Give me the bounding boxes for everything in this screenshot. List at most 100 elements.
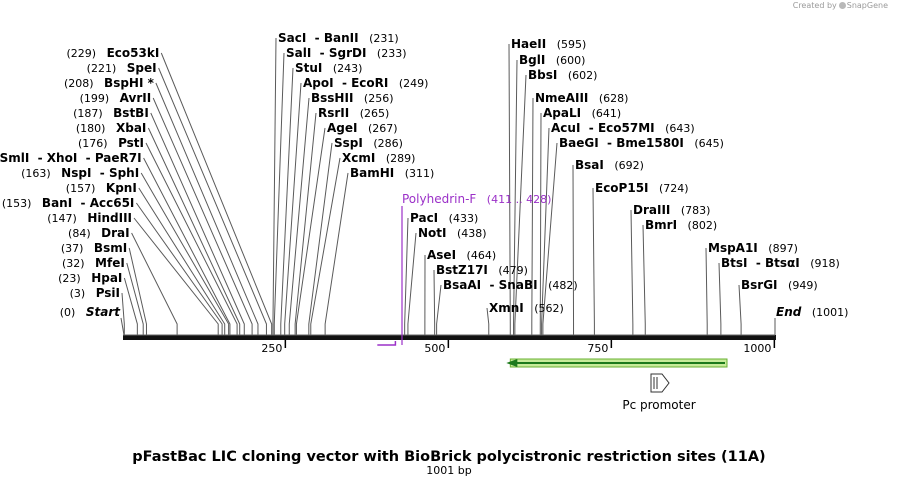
feature-group: Pc promoter [506, 358, 728, 412]
site-name: BtsαI [765, 256, 800, 270]
site-label-gap [394, 167, 405, 180]
site-label-gap [108, 137, 119, 150]
site-position: (479) [498, 264, 528, 277]
site-line [324, 172, 349, 335]
site-line [155, 82, 259, 335]
site-name: BbsI [528, 68, 557, 82]
site-label-text: ApoI - EcoRI (249) [303, 76, 428, 90]
site-label-text: PacI (433) [410, 211, 478, 225]
site-line [138, 187, 226, 335]
site-label: (199) AvrII [80, 91, 152, 105]
site-name: DraI [101, 226, 129, 240]
site-line [295, 127, 326, 335]
site-line [123, 277, 138, 335]
site-position: (600) [556, 54, 586, 67]
feature-label: Pc promoter [622, 398, 695, 412]
site-name: AgeI [327, 121, 357, 135]
site-line [294, 112, 317, 335]
site-label-text: (32) MfeI [62, 256, 125, 270]
site-label-text: BssHII (256) [311, 91, 394, 105]
site-line [143, 157, 231, 335]
site-label-gap [357, 122, 368, 135]
site-position: (243) [333, 62, 363, 75]
site-label: AgeI (267) [327, 121, 398, 135]
site-label: EcoP15I (724) [595, 181, 689, 195]
site-label: BmrI (802) [645, 218, 717, 232]
site-label-gap [91, 227, 102, 240]
site-name: XbaI [116, 121, 146, 135]
site-label-text: (153) BanI - Acc65I [2, 196, 135, 210]
site-label: (229) Eco53kI [67, 46, 160, 60]
site-name: BanII [324, 31, 359, 45]
site-label-gap [557, 69, 568, 82]
site-name: KpnI [106, 181, 137, 195]
site-label-text: (208) BspHI * [64, 76, 155, 90]
site-label-gap [447, 227, 458, 240]
site-label-gap [588, 92, 599, 105]
site-label-text: (180) XbaI [76, 121, 147, 135]
site-label-gap [684, 137, 695, 150]
site-label-gap [670, 204, 681, 217]
end-label: End (1001) [776, 305, 848, 319]
site-line [288, 97, 310, 335]
site-label-text: SspI (286) [334, 136, 403, 150]
site-name-separator: - [77, 151, 95, 165]
site-label: (176) PstI [78, 136, 144, 150]
site-line [486, 307, 490, 335]
site-label-text: BglI (600) [519, 53, 585, 67]
site-label-gap [359, 32, 370, 45]
site-label: BamHI (311) [350, 166, 434, 180]
site-name: Eco53kI [107, 46, 160, 60]
watermark-brand: SnapGene [846, 1, 888, 10]
site-label-gap [581, 107, 592, 120]
site-label-text: AseI (464) [427, 248, 496, 262]
site-line [135, 202, 223, 335]
site-label: BstZ17I (479) [436, 263, 528, 277]
site-label-gap [800, 257, 811, 270]
snapgene-logo-icon [838, 2, 846, 9]
primer-name: Polyhedrin-F [402, 192, 476, 206]
site-label: (32) MfeI [62, 256, 125, 270]
site-position: (157) [66, 182, 96, 195]
site-name: BstBI [113, 106, 149, 120]
site-name: BssHII [311, 91, 353, 105]
site-position: (949) [788, 279, 818, 292]
site-position: (187) [73, 107, 103, 120]
site-line [280, 67, 294, 335]
site-name: Eco57MI [598, 121, 655, 135]
site-position: (199) [80, 92, 110, 105]
site-line [539, 112, 542, 335]
site-line [514, 74, 527, 335]
site-label-gap [438, 212, 449, 225]
site-position: (163) [21, 167, 51, 180]
site-label-text: AcuI - Eco57MI (643) [551, 121, 695, 135]
site-label: XmnI (562) [489, 301, 564, 315]
site-name: HindIII [87, 211, 132, 225]
site-name: XhoI [47, 151, 78, 165]
site-label: NmeAIII (628) [535, 91, 628, 105]
site-label: (147) HindIII [47, 211, 132, 225]
site-position: (628) [599, 92, 629, 105]
site-label-gap [538, 279, 549, 292]
site-label-gap [81, 272, 92, 285]
site-label: (208) BspHI * [64, 76, 155, 90]
site-label: (221) SpeI [87, 61, 157, 75]
site-label-text: (163) NspI - SphI [21, 166, 139, 180]
site-line [541, 127, 550, 335]
site-line [542, 142, 558, 335]
site-label: HaeII (595) [511, 37, 586, 51]
site-label-text: EcoP15I (724) [595, 181, 689, 195]
site-label: (23) HpaI [58, 271, 122, 285]
site-line [145, 142, 238, 335]
site-name-separator: - [29, 151, 47, 165]
site-line [273, 52, 285, 335]
site-label-gap [388, 77, 399, 90]
site-label-text: BsaI (692) [575, 158, 644, 172]
map-title: pFastBac LIC cloning vector with BioBric… [132, 449, 765, 465]
site-label-gap [85, 257, 96, 270]
site-name: MspA1I [708, 241, 758, 255]
site-line [407, 232, 417, 335]
site-label-gap [77, 212, 88, 225]
